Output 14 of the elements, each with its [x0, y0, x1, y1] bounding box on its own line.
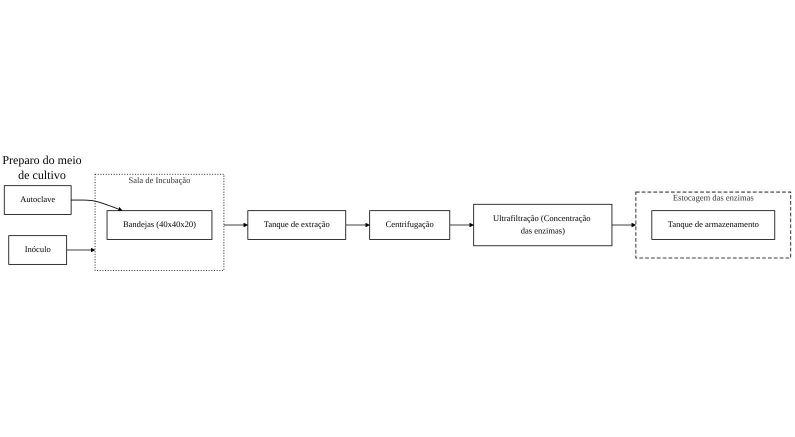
node-box: Inóculo	[8, 235, 68, 265]
node-box: Tanque de armazenamento	[651, 210, 776, 240]
arrow	[70, 200, 123, 212]
arrow	[449, 222, 474, 228]
arrow	[66, 248, 96, 252]
node-box: Ultrafiltração (Concentração das enzimas)	[473, 204, 612, 246]
arrow	[224, 222, 248, 228]
node-box: Centrifugação	[369, 210, 450, 240]
node-box: Autoclave	[4, 185, 72, 215]
node-caption: Preparo do meio de cultivo	[2, 152, 82, 183]
arrow	[612, 222, 636, 228]
arrow	[345, 222, 370, 228]
node-box: Bandejas (40x40x20)	[106, 210, 212, 240]
node-box: Tanque de extração	[247, 210, 346, 240]
